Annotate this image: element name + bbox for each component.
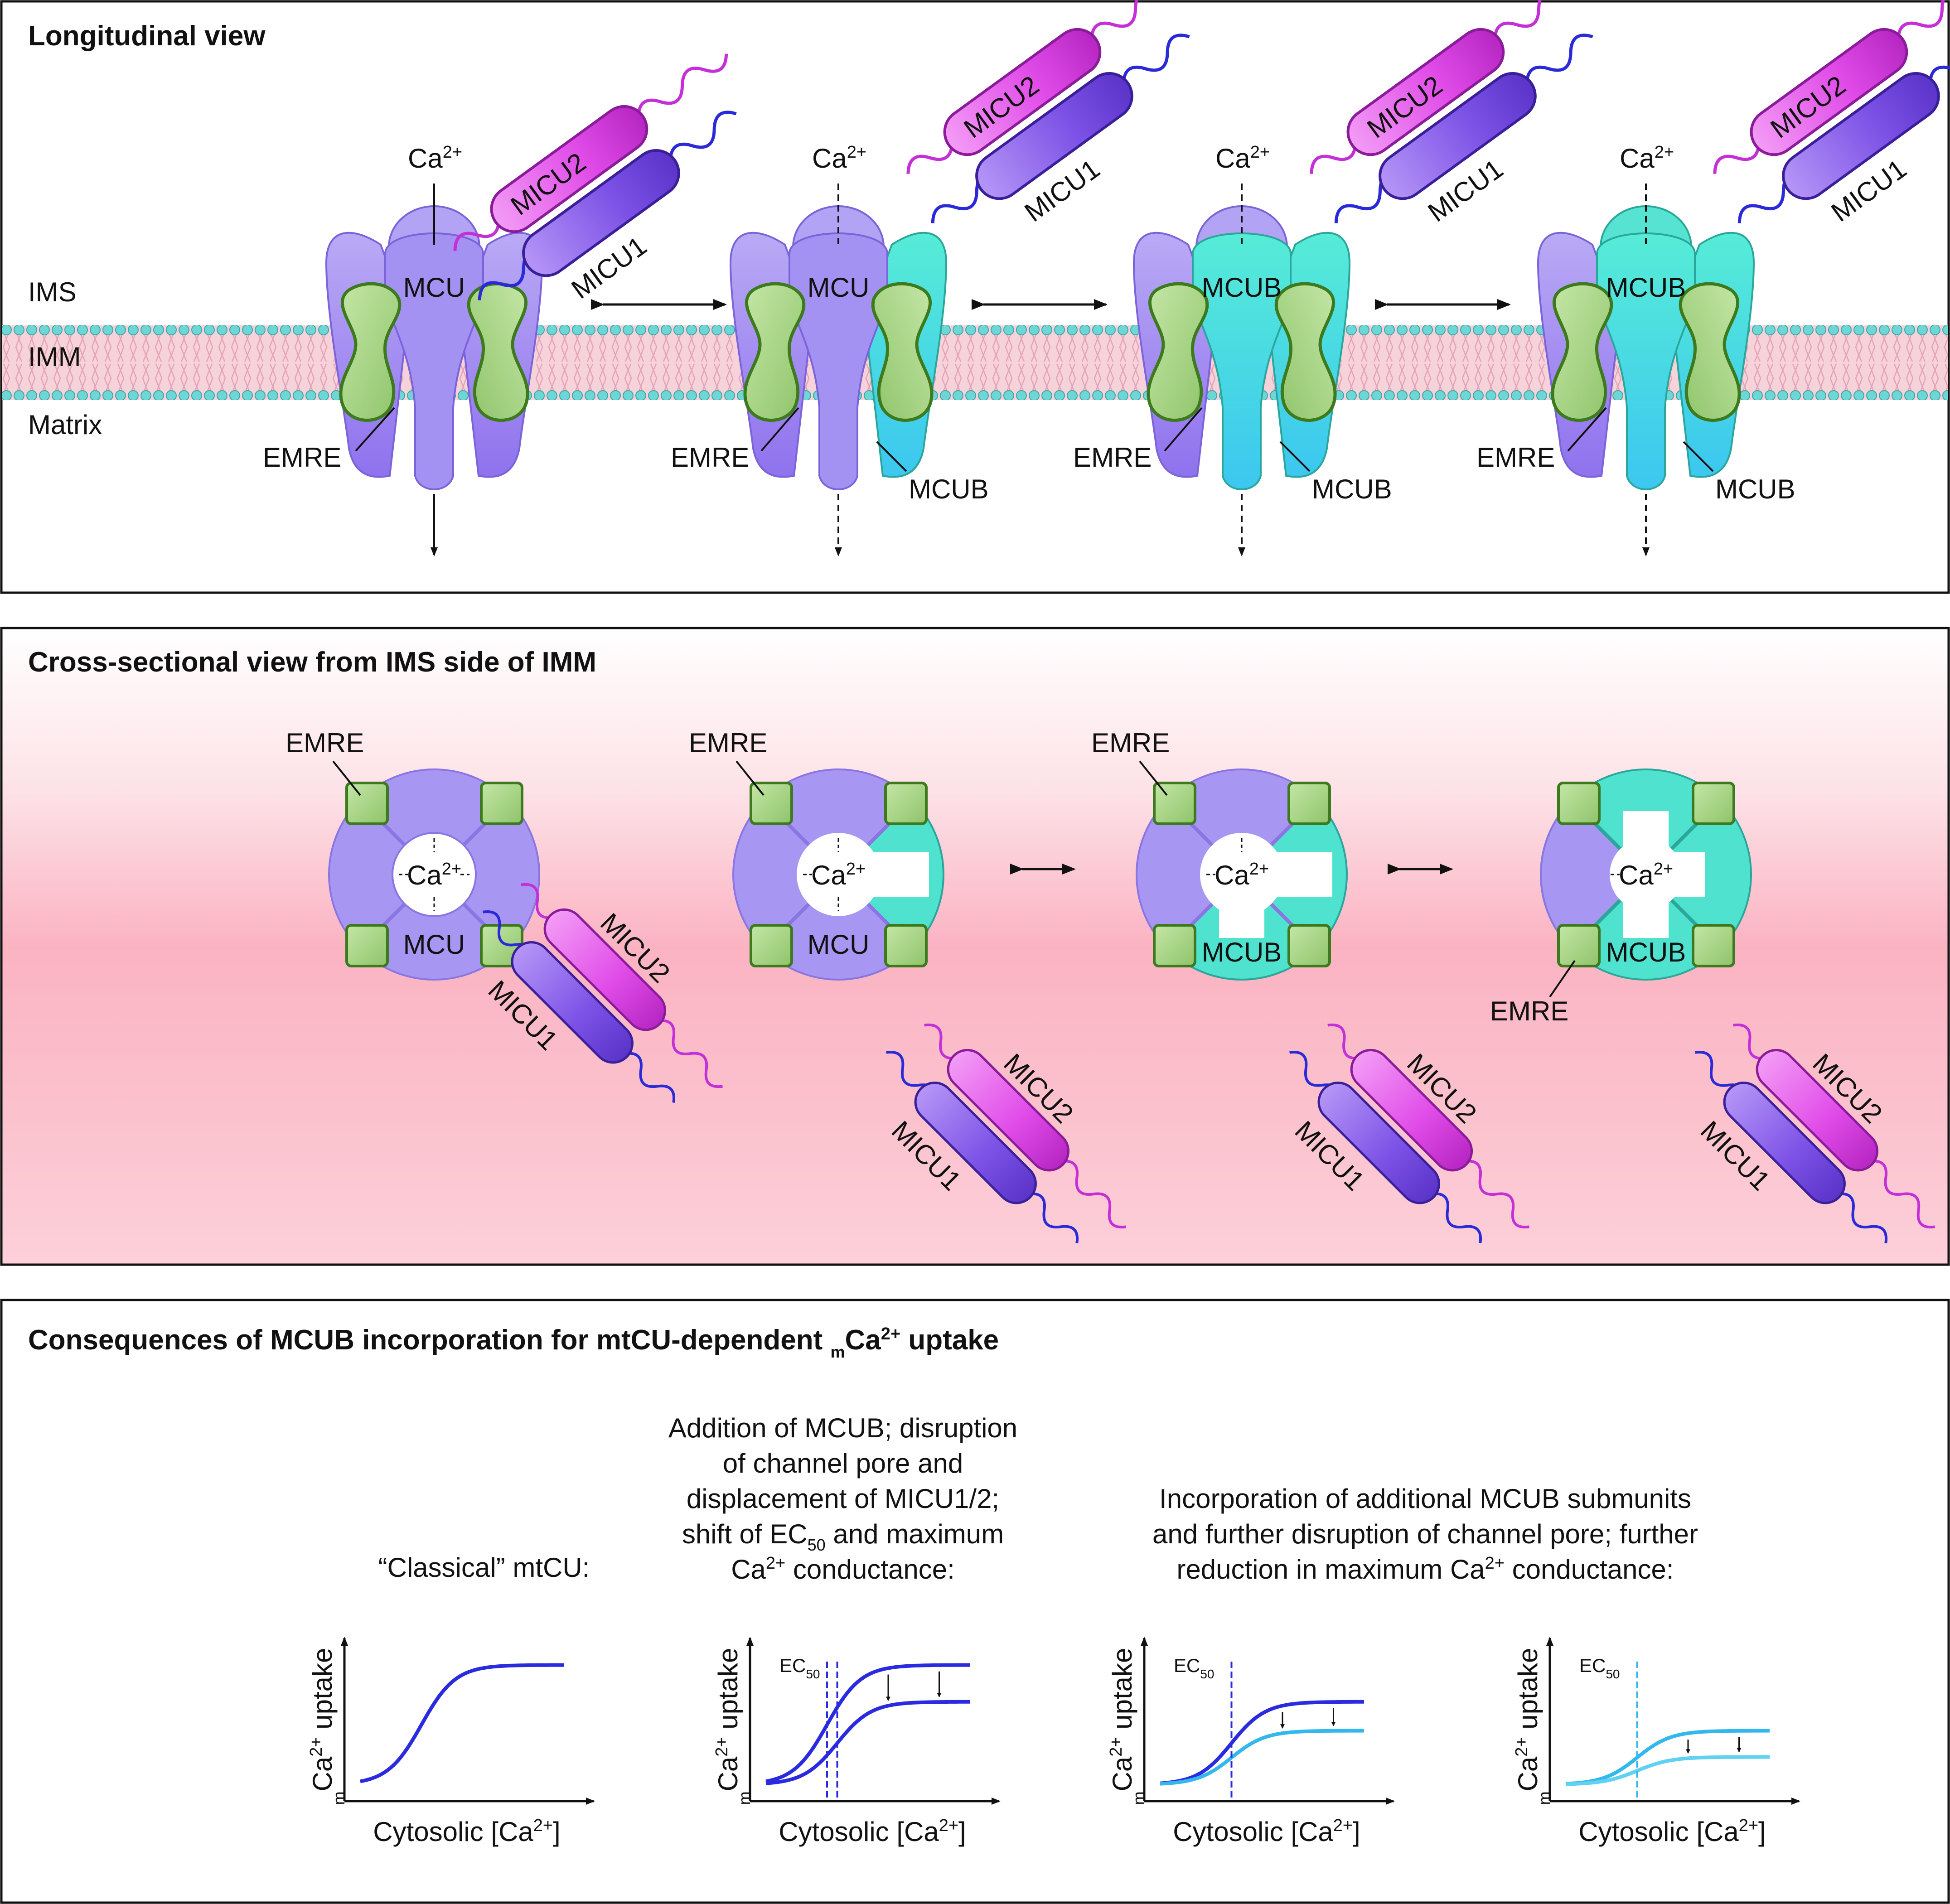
mcub-label: MCUB — [1715, 474, 1795, 504]
emre-label: EMRE — [263, 442, 341, 473]
ca-label: Ca2+ — [1620, 143, 1674, 174]
imm-label: IMM — [28, 342, 81, 372]
emre-label: EMRE — [1490, 996, 1568, 1026]
caption-mcub-addition: Addition of MCUB; disruption of channel … — [668, 1413, 1017, 1585]
series-line — [1565, 1755, 1770, 1786]
ca-label: Ca2+ — [1619, 860, 1673, 890]
x-axis-label: Cytosolic [Ca2+] — [1578, 1816, 1766, 1847]
panel-title-cross: Cross-sectional view from IMS side of IM… — [28, 647, 596, 678]
panel-title-longitudinal: Longitudinal view — [28, 20, 266, 52]
y-axis-label: mCa2+ uptake — [307, 1648, 348, 1805]
chart-additional-mcub: Cytosolic [Ca2+] mCa2+ uptake EC50 — [1107, 1637, 1395, 1847]
ca-label: Ca2+ — [1215, 860, 1269, 890]
series-line — [765, 1663, 970, 1783]
ca-label: Ca2+ — [1215, 143, 1270, 174]
pore-label: MCUB — [1202, 937, 1282, 967]
panel-consequences — [0, 1299, 1950, 1904]
emre-label: EMRE — [671, 442, 749, 473]
chart-mcub-addition: Cytosolic [Ca2+] mCa2+ uptake EC50 — [712, 1637, 1001, 1847]
x-axis-label: Cytosolic [Ca2+] — [1173, 1816, 1360, 1847]
y-axis-label: mCa2+ uptake — [1107, 1648, 1148, 1805]
y-axis-label: mCa2+ uptake — [712, 1648, 754, 1805]
emre-label: EMRE — [1476, 442, 1555, 473]
ec50-label: EC50 — [779, 1655, 820, 1681]
pore-label: MCUB — [1202, 272, 1282, 303]
svg-text:Ca2+ conductance:: Ca2+ conductance: — [731, 1554, 955, 1585]
pore-label: MCU — [403, 929, 465, 960]
svg-text:shift of EC50 and maximum: shift of EC50 and maximum — [682, 1519, 1004, 1554]
pore-label: MCUB — [1606, 272, 1686, 303]
y-axis-label: mCa2+ uptake — [1512, 1648, 1553, 1805]
ca-label: Ca2+ — [408, 143, 462, 174]
series-line — [1160, 1700, 1364, 1785]
svg-text:of channel pore and: of channel pore and — [723, 1448, 963, 1479]
pore-label: MCU — [808, 272, 870, 303]
ec50-label: EC50 — [1174, 1655, 1215, 1681]
emre-label: EMRE — [689, 728, 767, 758]
ca-label: Ca2+ — [812, 143, 866, 174]
mcub-label: MCUB — [1312, 474, 1392, 504]
ca-label: Ca2+ — [811, 860, 866, 890]
pore-label: MCU — [808, 929, 870, 960]
svg-text:displacement of MICU1/2;: displacement of MICU1/2; — [687, 1484, 999, 1514]
cross-complex-4: Ca2+ MCUB EMRE MICU2 MICU1 — [1490, 768, 1950, 1302]
mcub-label: MCUB — [909, 474, 989, 504]
caption-additional-mcub: Incorporation of additional MCUB submuni… — [1152, 1484, 1698, 1585]
svg-text:Addition of MCUB; disruption: Addition of MCUB; disruption — [668, 1413, 1017, 1443]
cross-complex-2: Ca2+ MCU EMRE MICU2 MICU1 — [689, 728, 1162, 1302]
svg-text:Incorporation of additional MC: Incorporation of additional MCUB submuni… — [1159, 1484, 1691, 1514]
matrix-label: Matrix — [28, 410, 102, 440]
longitudinal-complex-3: MCUB Ca2+ EMRE MCUB MICU2 MICU1 — [1073, 0, 1653, 556]
svg-text:and further disruption of chan: and further disruption of channel pore; … — [1152, 1519, 1698, 1549]
svg-text:reduction in maximum Ca2+ cond: reduction in maximum Ca2+ conductance: — [1176, 1554, 1674, 1585]
chart-full-mcub: Cytosolic [Ca2+] mCa2+ uptake EC50 — [1512, 1637, 1800, 1847]
series-line — [360, 1663, 564, 1783]
emre-label: EMRE — [285, 728, 364, 758]
emre-label: EMRE — [1091, 728, 1170, 758]
pore-label: MCUB — [1606, 937, 1686, 967]
x-axis-label: Cytosolic [Ca2+] — [373, 1816, 560, 1847]
emre-label: EMRE — [1073, 442, 1152, 473]
pore-label: MCU — [403, 272, 465, 303]
panel-title-consequences: Consequences of MCUB incorporation for m… — [28, 1324, 999, 1361]
chart-classical: Cytosolic [Ca2+] mCa2+ uptake — [307, 1637, 595, 1847]
series-line — [1160, 1729, 1365, 1786]
ims-label: IMS — [28, 277, 77, 307]
caption-classical: “Classical” mtCU: — [378, 1552, 590, 1583]
ca-label: Ca2+ — [407, 860, 461, 890]
ec50-label: EC50 — [1579, 1655, 1620, 1681]
x-axis-label: Cytosolic [Ca2+] — [779, 1816, 966, 1847]
longitudinal-complex-1: MCU Ca2+ EMRE MICU2 MICU1 — [263, 36, 796, 556]
series-line — [765, 1700, 970, 1785]
series-line — [1565, 1729, 1770, 1786]
